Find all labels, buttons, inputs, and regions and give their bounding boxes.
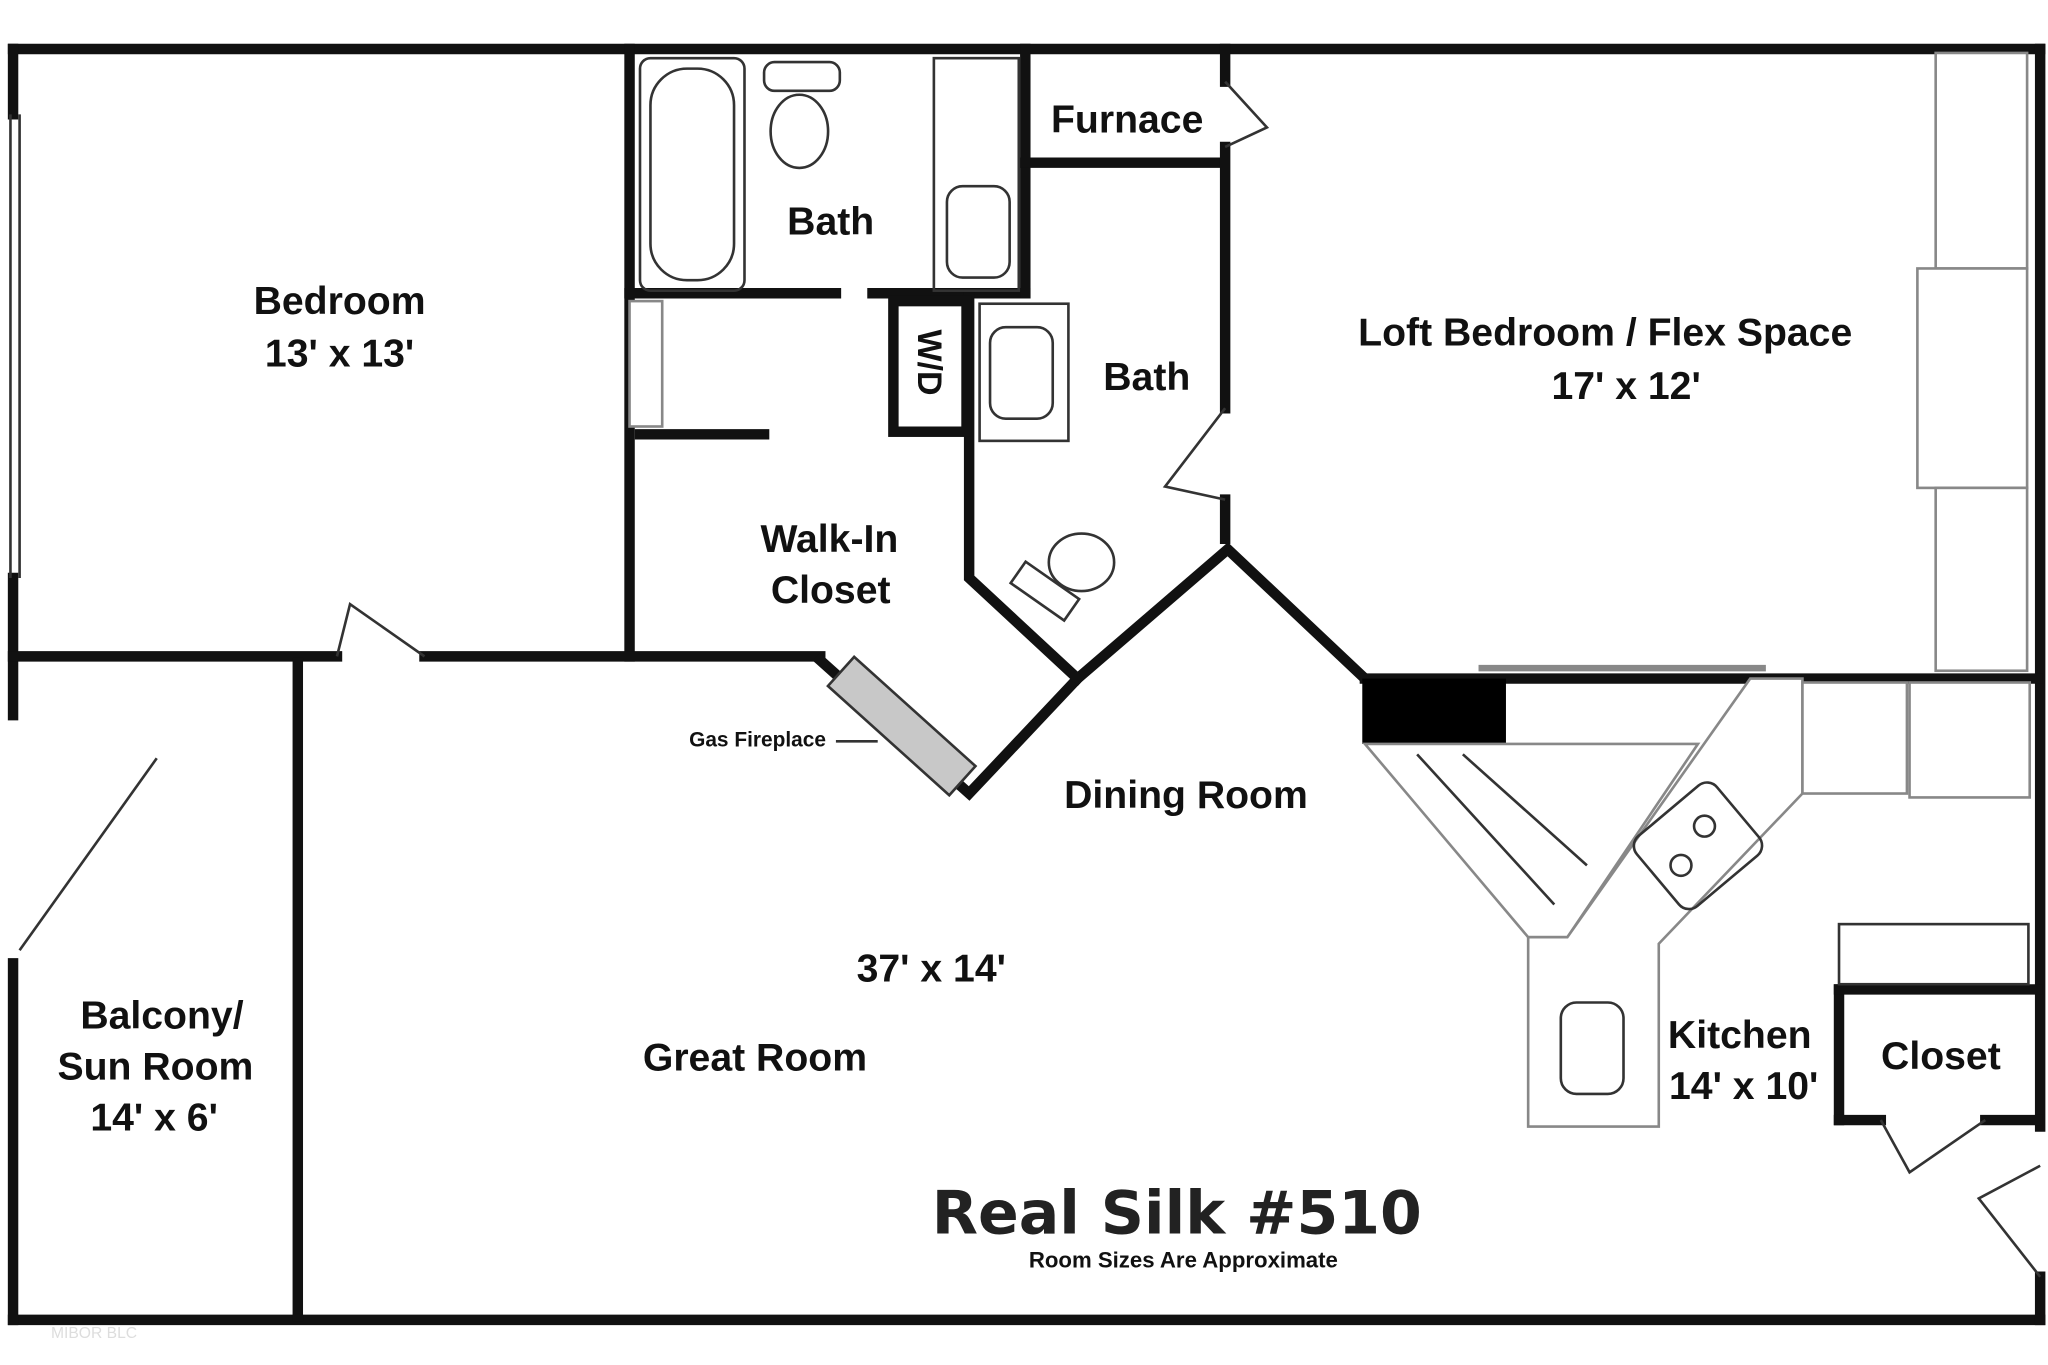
loft-size: 17' x 12' — [1551, 365, 1700, 408]
column — [1362, 678, 1506, 744]
great-room-size: 37' x 14' — [857, 948, 1006, 991]
bedroom-label: Bedroom — [254, 280, 426, 323]
bedroom-size: 13' x 13' — [265, 332, 414, 375]
closet-label-2: Closet — [771, 569, 891, 612]
washer-dryer-label: W/D — [910, 330, 948, 396]
balcony-label: Balcony/ — [80, 995, 243, 1038]
pantry — [1908, 681, 2032, 799]
loft-label: Loft Bedroom / Flex Space — [1358, 312, 1852, 355]
linen-shelf — [628, 299, 664, 428]
sink-2 — [988, 325, 1055, 420]
bathtub-basin — [649, 67, 736, 282]
bath-label-2: Bath — [1103, 356, 1190, 399]
bathtub — [638, 56, 746, 292]
balcony-size: 14' x 6' — [90, 1096, 218, 1139]
vanity-counter — [932, 56, 1021, 292]
kitchen-sink — [1559, 1001, 1625, 1096]
plan-subtitle: Room Sizes Are Approximate — [1029, 1248, 1338, 1273]
interior-walls — [7, 43, 2043, 1322]
balcony-label-2: Sun Room — [58, 1046, 254, 1089]
fridge — [1801, 681, 1909, 795]
doors — [18, 80, 2042, 1278]
bedroom-window — [9, 114, 21, 579]
cooktop — [1632, 781, 1764, 911]
closet-small-label: Closet — [1881, 1035, 2001, 1078]
loft-closet — [1934, 51, 2029, 270]
great-room-label: Great Room — [643, 1036, 867, 1079]
dining-label: Dining Room — [1064, 774, 1308, 817]
loft-closet — [1934, 486, 2029, 673]
sink — [945, 184, 1011, 279]
kitchen-size: 14' x 10' — [1669, 1065, 1818, 1108]
vanity-counter-2 — [978, 302, 1070, 443]
toilet-bowl-2 — [1047, 532, 1116, 593]
watermark-logo: MIBOR BLC — [51, 1325, 137, 1342]
washer-dryer-box — [888, 295, 972, 437]
toilet-tank — [762, 60, 842, 93]
furnace-label: Furnace — [1051, 99, 1203, 142]
closet-shelf — [1837, 922, 2030, 986]
gas-fireplace — [826, 655, 978, 798]
kitchen-label: Kitchen — [1668, 1014, 1812, 1057]
toilet-bowl — [769, 93, 830, 170]
closet-label: Walk-In — [760, 518, 898, 561]
toilet-tank-2 — [1008, 559, 1081, 623]
bath-label: Bath — [787, 201, 874, 244]
plan-title: Real Silk #510 — [932, 1179, 1422, 1249]
fireplace-label: Gas Fireplace — [689, 729, 826, 752]
loft-closet — [1916, 267, 2029, 490]
